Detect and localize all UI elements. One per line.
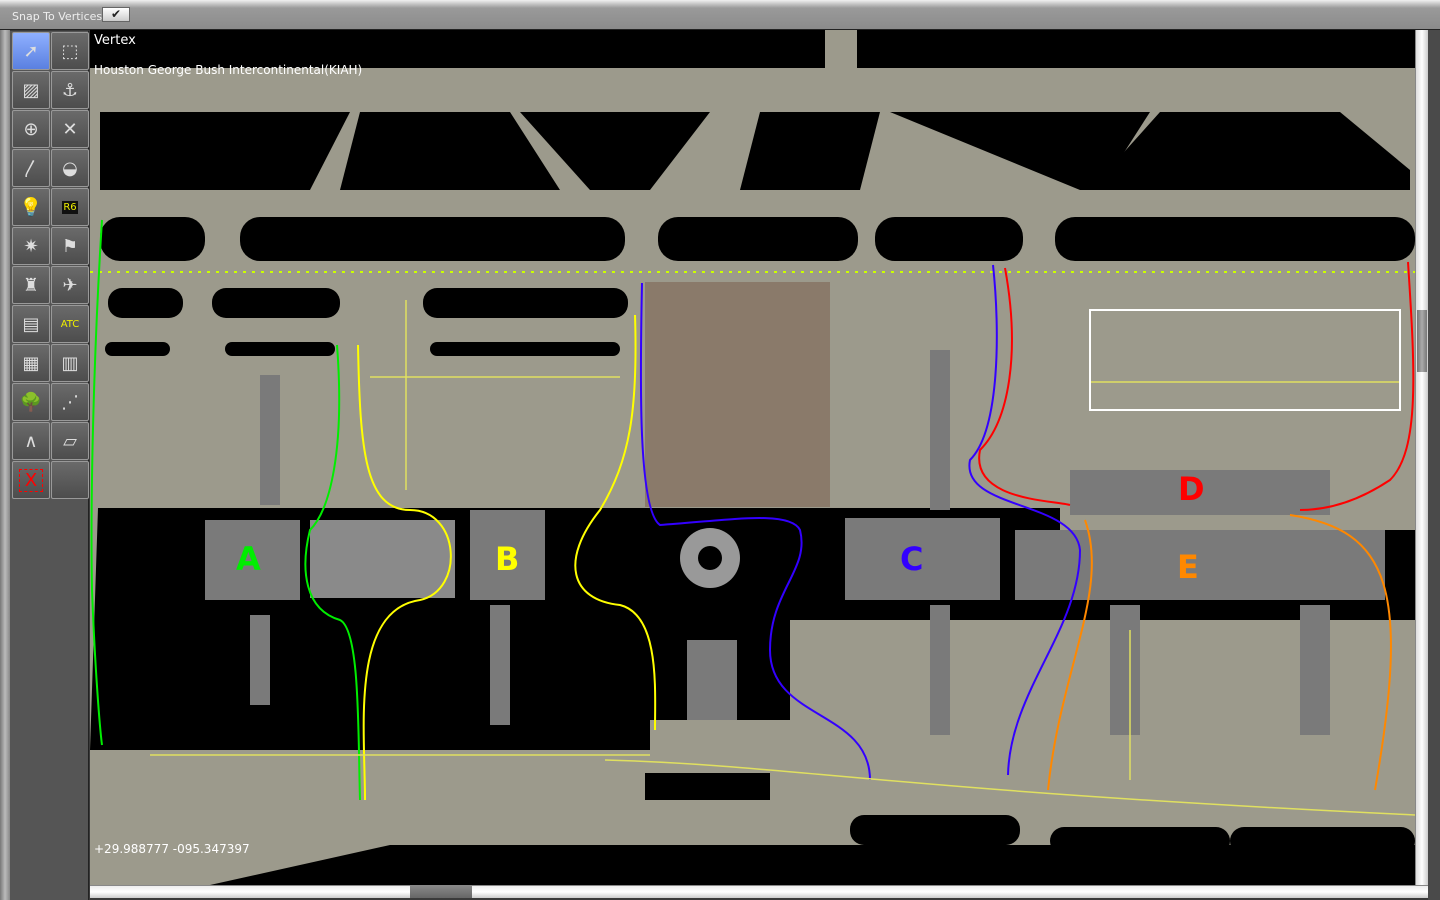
empty-tool-button[interactable] [51,461,89,499]
hole-tool-icon: ◒ [62,157,78,179]
marquee-tool-icon: ⬚ [61,40,79,62]
cursor-coordinates: +29.988777 -095.347397 [94,842,250,856]
string-tool-button[interactable]: ⋰ [51,383,89,421]
facade-tool-icon: ▦ [22,352,40,374]
left-edge [0,30,10,900]
forest-tool-button[interactable]: 🌳 [12,383,50,421]
terminal-b-boundary-west [357,344,452,801]
tower-viewpoint-tool-button[interactable]: ♜ [12,266,50,304]
object-string-tool-button[interactable]: ▥ [51,344,89,382]
remote-apron [1089,309,1401,411]
construction-area [645,282,830,507]
helipad-tool-icon: ⊕ [23,118,39,140]
sealane-tool-icon: ⚓ [61,79,79,101]
boundary-tool-icon: ▤ [22,313,40,335]
terminal-c-boundary-east [968,264,1082,776]
sign-tool-button[interactable]: R6 [51,188,89,226]
taxiway-tool-icon: ✕ [62,118,78,140]
snap-to-vertices-label: Snap To Vertices [12,10,103,23]
terminal-label-a: A [236,540,261,578]
windsock-tool-icon: ⚑ [61,235,79,257]
exclusion-tool-button[interactable]: X [12,461,50,499]
windsock-tool-button[interactable]: ⚑ [51,227,89,265]
terminal-a-boundary [90,219,103,746]
map-view[interactable]: Vertex Houston George Bush Intercontinen… [90,30,1415,885]
line-tool-icon: ∧ [24,430,38,452]
tower-viewpoint-tool-icon: ♜ [22,274,40,296]
light-fixture-tool-button[interactable]: 💡 [12,188,50,226]
terminal-buildings [205,350,1385,735]
terminal-d-boundary-east [1299,261,1415,511]
taxiline-tool-button[interactable]: 〳 [12,149,50,187]
taxiway-lines [150,300,1415,816]
terminal-e-boundary-east [1289,514,1392,791]
boundary-tool-button[interactable]: ▤ [12,305,50,343]
tool-palette: ➚ ⬚ ▨ ⚓ ⊕ ✕ 〳 ◒ 💡 R6 ✷ ⚑ ♜ ✈ ▤ ATC ▦ ▥ 🌳 ⋰ ∧ ▱ X [10,31,89,900]
object-string-tool-icon: ▥ [61,352,79,374]
beacon-tool-button[interactable]: ✷ [12,227,50,265]
terminal-b-boundary-east [574,314,657,731]
light-fixture-tool-icon: 💡 [19,196,43,218]
snap-to-vertices-checkbox[interactable]: ✔ [102,7,130,22]
taxiline-tool-icon: 〳 [22,159,40,180]
helipad-tool-button[interactable]: ⊕ [12,110,50,148]
grass-areas [90,30,1415,885]
runway-tool-icon: ▨ [22,79,40,101]
ramp-start-tool-icon: ✈ [62,274,78,296]
runway-tool-button[interactable]: ▨ [12,71,50,109]
terminal-c-boundary-west [639,282,871,781]
terminal-e-boundary-west [1047,519,1093,791]
atc-flow-tool-icon: ATC [60,318,80,330]
hole-tool-button[interactable]: ◒ [51,149,89,187]
vertical-scrollbar[interactable] [1415,30,1428,885]
airport-map [90,30,1415,885]
polygon-tool-icon: ▱ [63,430,77,452]
exclusion-tool-icon: X [18,468,44,492]
atc-flow-tool-button[interactable]: ATC [51,305,89,343]
vertex-tool-icon: ➚ [23,40,39,62]
facade-tool-button[interactable]: ▦ [12,344,50,382]
vertex-tool-button[interactable]: ➚ [12,32,50,70]
horizontal-scrollbar[interactable] [90,885,1428,898]
horizontal-scroll-thumb[interactable] [410,886,472,898]
terminal-label-d: D [1178,470,1205,508]
terminal-a-boundary-east [304,344,361,801]
ramp-start-tool-button[interactable]: ✈ [51,266,89,304]
active-tool-label: Vertex [94,33,136,48]
terminal-label-c: C [900,540,924,578]
taxiway-tool-button[interactable]: ✕ [51,110,89,148]
terminal-label-b: B [495,540,520,578]
terminal-label-e: E [1177,548,1199,586]
top-toolbar: Snap To Vertices ✔ [0,0,1440,30]
right-edge [1428,30,1440,900]
beacon-tool-icon: ✷ [23,235,39,257]
marquee-tool-button[interactable]: ⬚ [51,32,89,70]
polygon-tool-button[interactable]: ▱ [51,422,89,460]
string-tool-icon: ⋰ [61,391,79,413]
terminal-d-boundary-west [978,267,1071,506]
airport-name-label: Houston George Bush Intercontinental(KIA… [94,63,363,77]
forest-tool-icon: 🌳 [19,391,43,413]
sealane-tool-button[interactable]: ⚓ [51,71,89,109]
sign-tool-icon: R6 [62,200,78,214]
vertical-scroll-thumb[interactable] [1417,310,1427,372]
line-tool-button[interactable]: ∧ [12,422,50,460]
